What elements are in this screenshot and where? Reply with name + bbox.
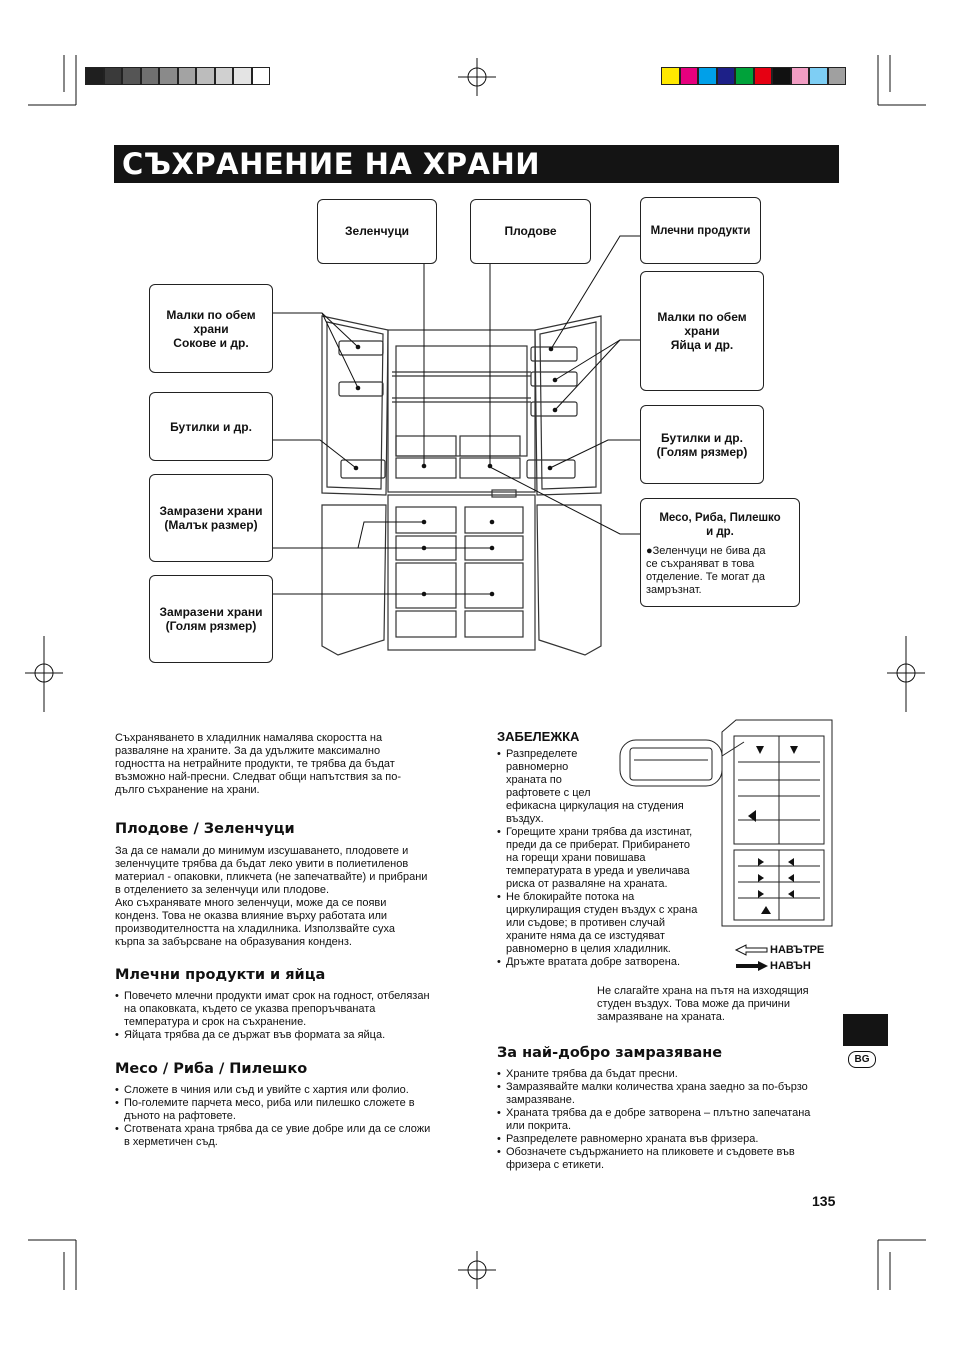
left-upper-door: [321, 315, 389, 496]
fridge-diagram: [272, 235, 640, 656]
color-swatch: [661, 67, 680, 85]
legend-inward-label: НАВЪТРЕ: [770, 944, 825, 956]
door-bin: [338, 340, 384, 356]
airflow-arrows: [748, 746, 798, 914]
door-bin: [526, 459, 576, 479]
control-panel: [491, 489, 517, 498]
color-swatch: [753, 67, 772, 85]
heading-note: ЗАБЕЛЕЖКА: [497, 729, 580, 744]
list-item: Не блокирайте потока на циркулиращия сту…: [497, 891, 712, 956]
outward-arrow-icon: [736, 961, 768, 971]
airflow-inset: [619, 739, 723, 787]
freezer-compartment: [387, 494, 536, 651]
color-swatch: [679, 67, 698, 85]
color-swatch: [122, 67, 141, 85]
callout-small-foods-juices: Малки по обем храни Сокове и др.: [149, 284, 273, 373]
callout-vegetables: Зеленчуци: [317, 199, 437, 264]
callout-bottles-large: Бутилки и др. (Голям рязмер): [640, 405, 764, 484]
callout-dots: [353, 344, 558, 597]
airflow-fridge: [721, 719, 833, 927]
heading-meat-fish: Месо / Риба / Пилешко: [115, 1061, 308, 1077]
legend-outward-label: НАВЪН: [770, 960, 811, 972]
meat-bullet-list: Сложете в чиния или съд и увийте с харти…: [115, 1084, 465, 1149]
freezer-drawer: [395, 506, 457, 534]
callout-frozen-small: Замразени храни (Малък размер): [149, 474, 273, 562]
intro-paragraph: Съхраняването в хладилник намалява скоро…: [115, 732, 402, 796]
color-swatch: [772, 67, 791, 85]
list-item: Замразявайте малки количества храна заед…: [497, 1081, 842, 1107]
color-swatch: [716, 67, 735, 85]
color-swatch: [103, 67, 122, 85]
list-item: Сготвената храна трябва да се увие добре…: [115, 1123, 465, 1149]
callout-dairy: Млечни продукти: [640, 197, 761, 264]
freezing-bullet-list: Храните трябва да бъдат пресни. Замразяв…: [497, 1068, 842, 1172]
list-item: Храните трябва да бъдат пресни.: [497, 1068, 842, 1081]
page-title-bar: СЪХРАНЕНИЕ НА ХРАНИ: [114, 145, 839, 183]
airflow-note: Не слагайте храна на пътя на изходящия с…: [597, 985, 809, 1023]
list-item: Яйцата трябва да се държат във формата з…: [115, 1029, 465, 1042]
list-item: Дръжте вратата добре затворена.: [497, 956, 712, 969]
list-item: По-големите парчета месо, риба или пилеш…: [115, 1097, 465, 1123]
color-swatch: [698, 67, 717, 85]
door-bin: [340, 459, 386, 479]
color-swatch: [790, 67, 809, 85]
list-item: Обозначете съдържанието на пликовете и с…: [497, 1146, 842, 1172]
note-bullet-list: Разпределете равномерно храната по рафто…: [497, 748, 712, 969]
right-freezer-door: [536, 504, 602, 656]
right-upper-door: [534, 315, 602, 496]
color-swatch: [809, 67, 828, 85]
airflow-diagram: [619, 719, 833, 927]
section-tab: [843, 1014, 888, 1046]
dairy-bullet-list: Повечето млечни продукти имат срок на го…: [115, 990, 465, 1042]
list-item: Повечето млечни продукти имат срок на го…: [115, 990, 465, 1029]
color-swatch: [251, 67, 270, 85]
list-item: Разпределете равномерно храната във фриз…: [497, 1133, 842, 1146]
fridge-body: [321, 315, 602, 656]
color-swatch: [214, 67, 233, 85]
left-freezer-door: [321, 504, 387, 656]
callout-fruits: Плодове: [470, 199, 591, 264]
airflow-legend-arrows: [734, 944, 768, 971]
color-swatch: [827, 67, 846, 85]
vegetable-drawer: [395, 435, 457, 457]
callout-small-foods-eggs: Малки по обем храни Яйца и др.: [640, 271, 764, 391]
page-title: СЪХРАНЕНИЕ НА ХРАНИ: [122, 147, 541, 181]
list-item: Сложете в чиния или съд и увийте с харти…: [115, 1084, 465, 1097]
color-swatch: [735, 67, 754, 85]
color-swatch: [140, 67, 159, 85]
meat-note: ●Зеленчуци не бива да се съхраняват в то…: [646, 545, 766, 596]
color-swatch: [159, 67, 178, 85]
color-swatch: [233, 67, 252, 85]
heading-dairy-eggs: Млечни продукти и яйца: [115, 967, 326, 983]
heading-fruits-vegetables: Плодове / Зеленчуци: [115, 821, 295, 837]
color-swatch: [177, 67, 196, 85]
language-badge: BG: [848, 1051, 876, 1068]
door-bin: [530, 401, 578, 417]
callout-leader-lines: [272, 235, 640, 595]
color-swatch: [85, 67, 104, 85]
callout-meat-fish: Месо, Риба, Пилешко и др. ●Зеленчуци не …: [640, 498, 800, 607]
door-bin: [530, 346, 578, 362]
callout-frozen-large: Замразени храни (Голям рязмер): [149, 575, 273, 663]
color-swatch: [196, 67, 215, 85]
heading-best-freezing: За най-добро замразяване: [497, 1045, 723, 1061]
door-bin: [338, 381, 384, 397]
page-number: 135: [812, 1193, 836, 1209]
inward-arrow-icon: [734, 944, 768, 956]
list-item: Разпределете равномерно храната по рафто…: [497, 748, 712, 826]
fruits-vegetables-text: За да се намали до минимум изсушаването,…: [115, 845, 428, 948]
list-item: Горещите храни трябва да изстинат, преди…: [497, 826, 712, 891]
door-bin: [530, 371, 578, 387]
list-item: Храната трябва да е добре затворена – пл…: [497, 1107, 842, 1133]
callout-bottles: Бутилки и др.: [149, 392, 273, 461]
refrigerator-compartment: [387, 329, 536, 493]
